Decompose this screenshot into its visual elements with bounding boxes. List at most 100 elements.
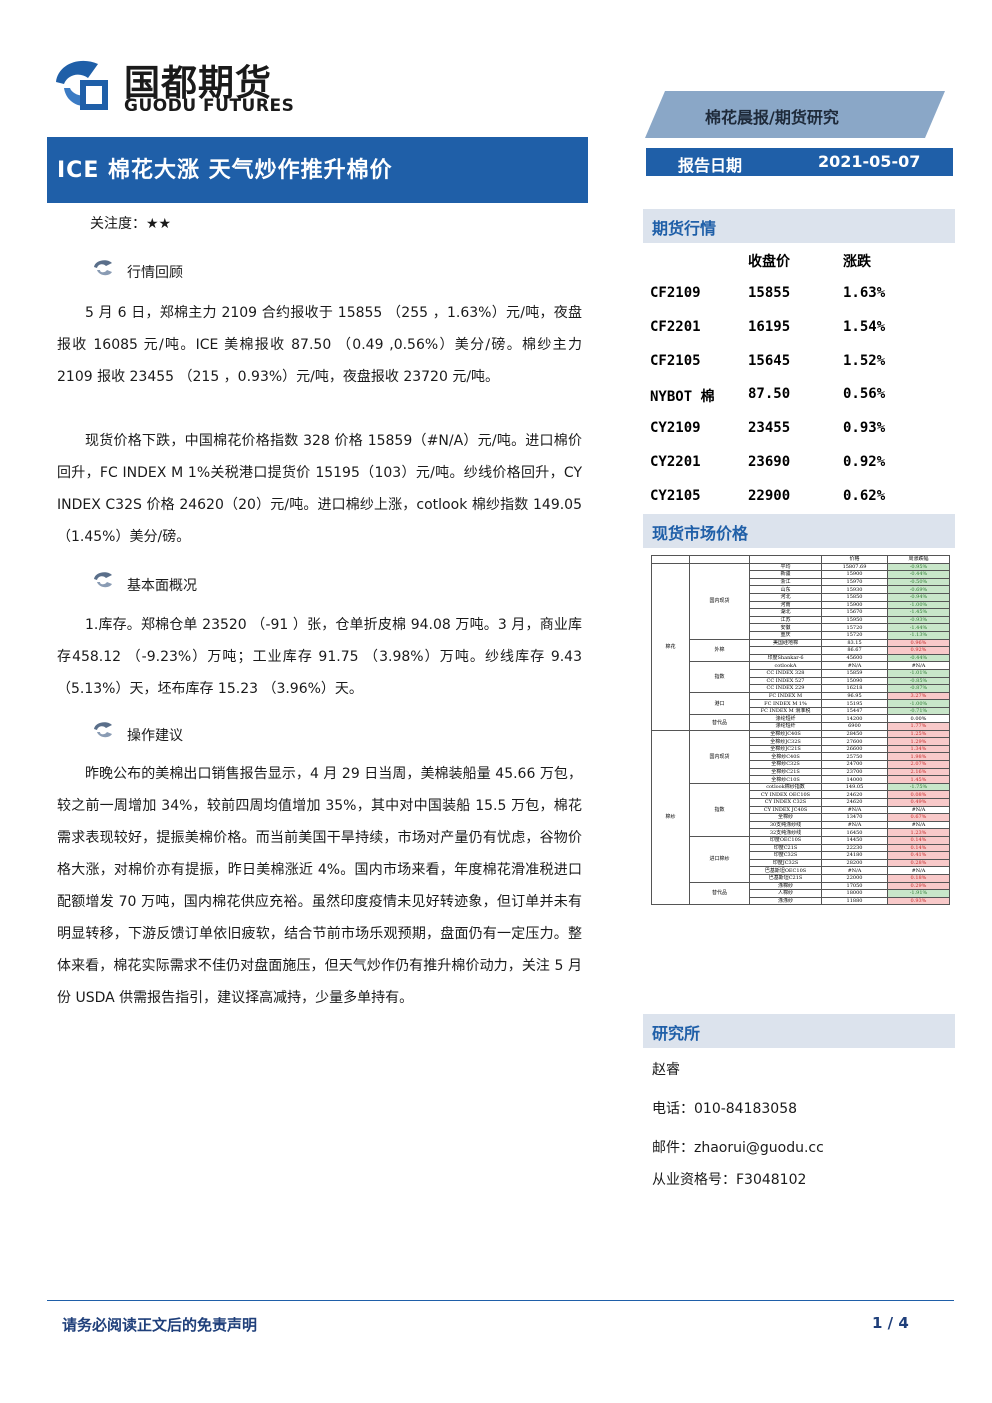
spot-group-cell: 棉纱 [651,729,690,906]
spot-item-name: 人棉纱 [749,889,822,898]
spot-change: 1.77% [887,722,950,731]
spot-price: 15930 [821,585,888,594]
spot-item-name: CY INDEX C32S [749,798,822,807]
section-icon [92,258,114,282]
spot-item-name: 32支纯涤纱线 [749,828,822,837]
spot-price: 15720 [821,630,888,640]
spot-item-name: 全棉纱 [749,813,822,822]
spot-item-name: 涤纶短纤 [749,714,822,724]
analyst-phone: 电话：010-84183058 [652,1101,798,1117]
spot-change: -1.91% [887,889,950,898]
spot-price: 24180 [821,851,888,860]
analyst-email[interactable]: 邮件：zhaorui@guodu.cc [652,1140,824,1156]
guodu-logo-icon [56,60,108,110]
spot-price: 24700 [821,760,888,769]
spot-blank-cell [689,555,750,564]
spot-item-name: 巴基斯坦OEC10S [749,866,822,875]
spot-change: 1.34% [887,744,950,754]
spot-price: 27600 [821,737,888,746]
swirl-icon [94,260,112,276]
spot-change: 1.23% [887,828,950,837]
footer-disclaimer[interactable]: 请务必阅读正文后的免责声明 [62,1316,258,1334]
spot-change: 0.14% [887,843,950,853]
spot-item-name: 印度Shankar-6 [749,653,822,663]
spot-change: -0.94% [887,592,950,602]
spot-price: 15859 [821,668,888,678]
spot-item-name: 浙江 [749,577,822,587]
spot-item-name: 涤棉纱 [749,881,822,891]
spot-change: 0.28% [887,858,950,868]
spot-price: 86.67 [821,646,888,655]
date-label: 报告日期 [678,156,743,175]
futures-change: 1.63% [843,285,886,301]
swirl-icon [94,722,112,738]
spot-change: 0.00% [887,714,950,724]
spot-item-name: 全棉纱C40S [749,752,822,762]
col-change-header: 涨跌 [843,254,871,270]
spot-change: -0.69% [887,585,950,594]
analyst-name: 赵睿 [652,1062,680,1078]
spot-change: 0.08% [887,790,950,799]
futures-change: 0.56% [843,386,886,403]
spot-subgroup-cell: 指数 [689,661,750,693]
spot-price: 15720 [821,623,888,632]
spot-item-name: 安徽 [749,623,822,632]
spot-price: 15850 [821,592,888,602]
spot-change: -0.44% [887,570,950,579]
spot-col-change: 周涨跌幅 [887,555,950,564]
spot-change: 0.18% [887,873,950,883]
spot-price: 15900 [821,600,888,610]
futures-name: CY2201 [650,454,701,470]
section-heading-market-review: 行情回顾 [127,265,183,281]
spot-change: -1.00% [887,600,950,610]
spot-change: 1.25% [887,729,950,739]
spot-price: 24620 [821,798,888,807]
spot-item-name: 新疆 [749,570,822,579]
spot-subgroup-cell: 国内现货 [689,562,750,640]
spot-change: 0.49% [887,798,950,807]
spot-price: #N/A [821,661,888,670]
spot-subgroup-cell: 国内现货 [689,729,750,784]
spot-price: 22000 [821,873,888,883]
col-price-header: 收盘价 [748,254,790,270]
spot-item-name: 美国硅地棉 [749,638,822,648]
spot-price: 23700 [821,767,888,777]
futures-change: 0.93% [843,420,886,437]
spot-subgroup-cell: 指数 [689,782,750,837]
paragraph: 昨晚公布的美棉出口销售报告显示，4 月 29 日当周，美棉装船量 45.66 万… [57,766,582,1006]
futures-name: CF2109 [650,285,701,301]
futures-price: 15645 [748,352,791,369]
spot-item-name: 印度C32S [749,851,822,860]
spot-item-name: FC INDEX M 滑准税 [749,706,822,716]
spot-change: 0.41% [887,851,950,860]
spot-item-name: 印度OEC10S [749,835,822,845]
spot-blank-cell [749,555,822,564]
spot-price: 6900 [821,722,888,731]
spot-price: 15970 [821,577,888,587]
spot-change: 0.67% [887,813,950,822]
spot-item-name: CY INDEX JC40S [749,805,822,815]
spot-item-name: 河北 [749,592,822,602]
spot-item-name: cotlook棉纱指数 [749,782,822,792]
spot-item-name: CC INDEX 328 [749,668,822,678]
logo-chinese-text: 国都期货 [124,63,273,104]
spot-change: -0.50% [887,577,950,587]
spot-price: 45600 [821,653,888,663]
spot-price: 25750 [821,752,888,762]
spot-price: 14000 [821,775,888,784]
spot-price: 16450 [821,828,888,837]
spot-subgroup-cell: 替代品 [689,881,750,906]
spot-price: 15670 [821,608,888,617]
research-heading: 研究所 [652,1024,701,1043]
report-date: 2021-05-07 [818,152,921,171]
spot-price: #N/A [821,866,888,875]
spot-price: #N/A [821,805,888,815]
spot-heading: 现货市场价格 [652,524,749,543]
spot-change: 0.29% [887,881,950,891]
